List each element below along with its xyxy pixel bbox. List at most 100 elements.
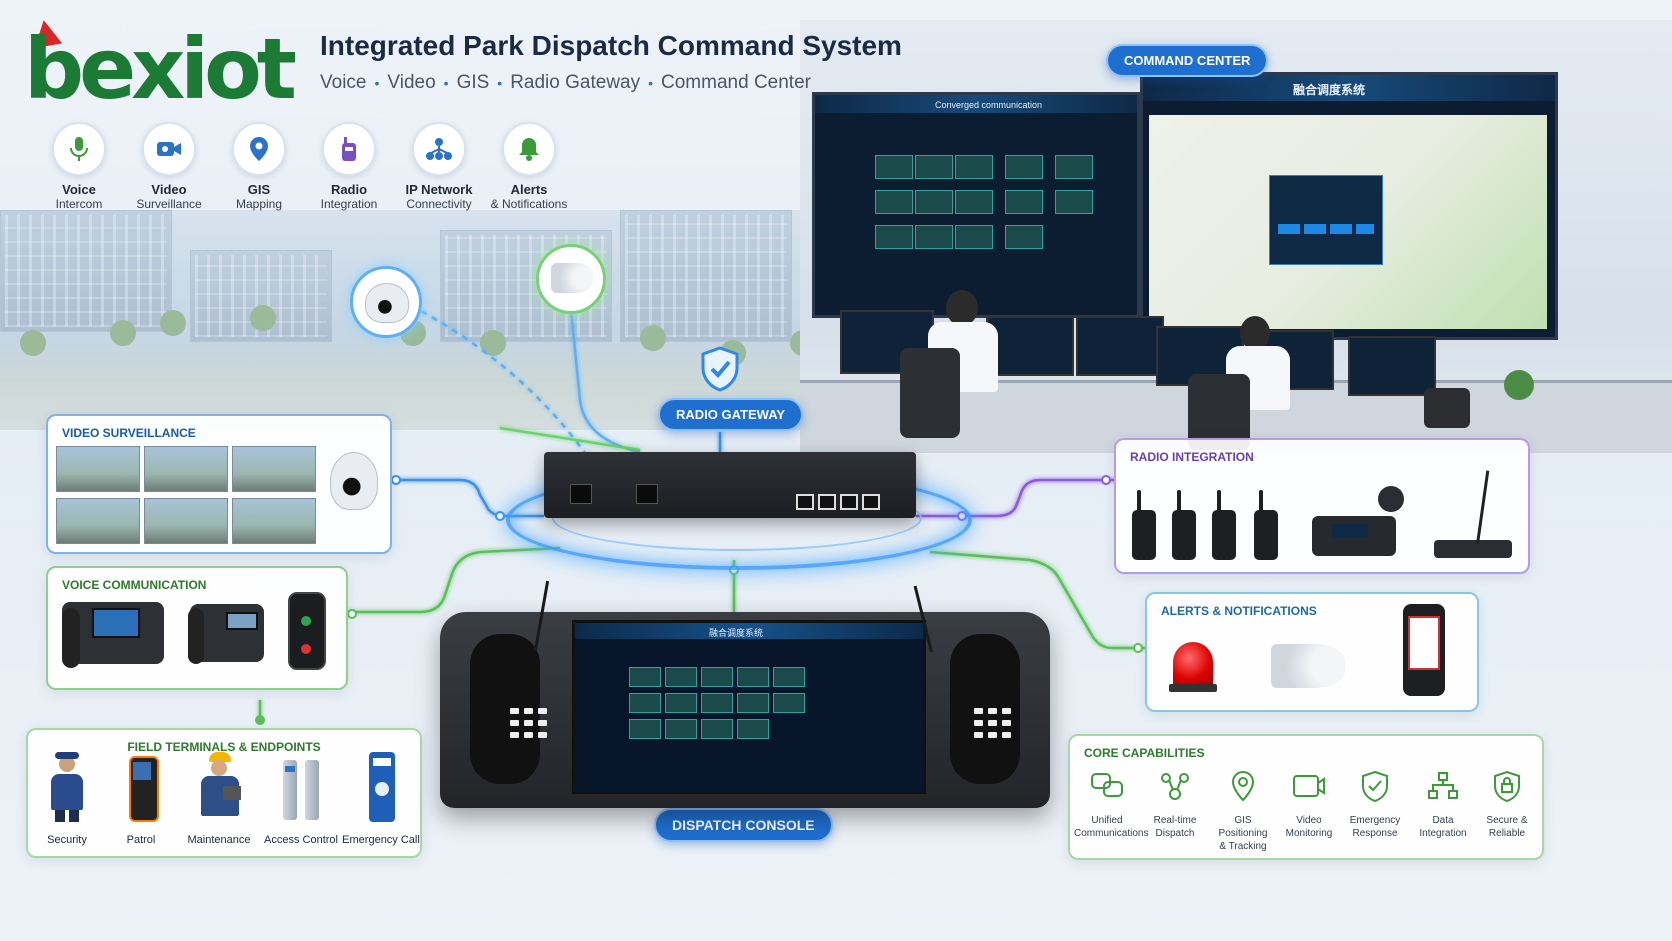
microphone-icon [52,122,106,176]
feature-sublabel: Mapping [235,197,283,211]
console-screen-header: 融合调度系统 [709,628,764,638]
capability-label: Communications [1074,828,1149,839]
feature-sublabel: Intercom [55,197,103,211]
field-terminal-label: Emergency Call [342,834,420,846]
camera-thumbnail [144,498,228,544]
video-monitor-icon [1276,770,1342,814]
bell-icon [502,122,556,176]
floating-camera-bubble [350,266,422,338]
feature-sublabel: & Notifications [490,197,568,211]
video-surveillance-panel: VIDEO SURVEILLANCE [46,414,392,554]
feature-gis-mapping: GIS Mapping [214,122,304,211]
camera-thumbnail [144,446,228,492]
capability-secure-reliable: Secure & Reliable [1474,770,1540,840]
feature-radio-integration: Radio Integration [304,122,394,211]
field-terminal-emergency-call: Emergency Call [342,750,420,850]
mobile-radio-icon [1312,516,1396,556]
command-center-room: Converged communication 融合调度系统 [800,20,1672,453]
feature-label: Radio [330,182,368,197]
dome-camera-icon [330,452,378,510]
floating-speaker-bubble [536,244,606,314]
panel-title: RADIO INTEGRATION [1130,450,1254,464]
feature-sublabel: Connectivity [406,197,472,211]
plant [1504,370,1534,400]
subtitle-item: Radio Gateway [510,72,641,93]
panel-title: VIDEO SURVEILLANCE [62,426,196,440]
radio-gateway-label: RADIO GATEWAY [658,398,804,431]
gooseneck-mic-icon [1476,470,1490,545]
walkie-talkie-icon [1254,490,1278,560]
feature-sublabel: Surveillance [136,197,202,211]
feature-alerts: Alerts & Notifications [484,122,574,211]
command-center-label: COMMAND CENTER [1106,44,1269,77]
feature-label: Video [151,182,187,197]
capability-label: Reliable [1488,828,1526,839]
feature-video-surveillance: Video Surveillance [124,122,214,211]
camera-thumbnail [232,446,316,492]
subtitle-item: Command Center [661,72,811,93]
location-pin-icon [1210,770,1276,814]
console-screen: 融合调度系统 [572,620,926,794]
radio-integration-panel: RADIO INTEGRATION [1114,438,1530,574]
feature-voice-intercom: Voice Intercom [34,122,124,211]
brand-logo: bexiot [24,17,297,114]
capability-label: GIS Positioning [1218,815,1268,839]
right-screen-header: 融合调度系统 [1293,83,1366,97]
subtitle-item: Video [387,72,436,93]
shield-check-icon [701,346,739,392]
field-terminal-security: Security [28,750,106,850]
radio-gateway-device [544,452,916,518]
security-guard-icon [45,752,89,822]
left-screen-header: Converged communication [935,100,1043,110]
field-terminal-access-control: Access Control [262,750,340,850]
field-terminals-panel: FIELD TERMINALS & ENDPOINTS Security Pat… [26,728,422,858]
dispatch-console-device: 融合调度系统 [440,612,1050,808]
capability-label: Dispatch [1155,828,1195,839]
capability-label: Unified [1091,815,1123,826]
feature-label: IP Network [405,182,473,197]
feature-label: Voice [62,182,96,197]
walkie-talkie-icon [1132,490,1156,560]
dispatch-console-label: DISPATCH CONSOLE [654,808,833,842]
feature-icons-row: Voice Intercom Video Surveillance GIS Ma… [34,122,574,211]
emergency-call-box-icon [359,752,403,822]
dome-camera-icon [365,283,409,323]
walkie-talkie-icon [1212,490,1236,560]
capability-label: Secure & [1486,815,1528,826]
panel-title: CORE CAPABILITIES [1084,746,1205,760]
mobile-phone-icon [288,592,326,670]
field-terminal-label: Maintenance [187,834,251,846]
page-subtitle: Voice• Video• GIS• Radio Gateway• Comman… [320,72,811,93]
capability-data-integration: Data Integration [1410,770,1476,840]
video-wall-left: Converged communication [812,92,1140,318]
capability-label: Real-time [1153,815,1197,826]
page-title: Integrated Park Dispatch Command System [320,30,902,61]
feature-sublabel: Integration [320,197,378,211]
subtitle-item: Voice [320,72,367,93]
dispatch-nodes-icon [1142,770,1208,814]
alerts-notifications-panel: ALERTS & NOTIFICATIONS [1145,592,1479,712]
shield-check-icon [1342,770,1408,814]
network-icon [412,122,466,176]
field-terminal-label: Access Control [264,834,338,846]
capability-label: & Tracking [1219,841,1267,852]
core-capabilities-panel: CORE CAPABILITIES Unified Communications… [1068,734,1544,860]
video-wall-right: 融合调度系统 [1140,72,1558,340]
capability-label: Emergency [1349,815,1401,826]
map-popup [1269,175,1383,265]
speaker-horn-icon [551,263,593,293]
feature-label: GIS [247,182,271,197]
pa-speaker-icon [1271,644,1345,688]
capability-realtime-dispatch: Real-time Dispatch [1142,770,1208,840]
capability-gis-positioning: GIS Positioning & Tracking [1210,770,1276,853]
handheld-mic-icon [1378,486,1404,512]
logo-wordmark: bexiot [24,20,297,118]
capability-label: Response [1352,828,1398,839]
field-terminal-maintenance: Maintenance [180,750,258,850]
map-pin-icon [232,122,286,176]
voice-communication-panel: VOICE COMMUNICATION [46,566,348,690]
capability-label: Monitoring [1285,828,1333,839]
panel-title: FIELD TERMINALS & ENDPOINTS [127,740,321,754]
capability-video-monitoring: Video Monitoring [1276,770,1342,840]
